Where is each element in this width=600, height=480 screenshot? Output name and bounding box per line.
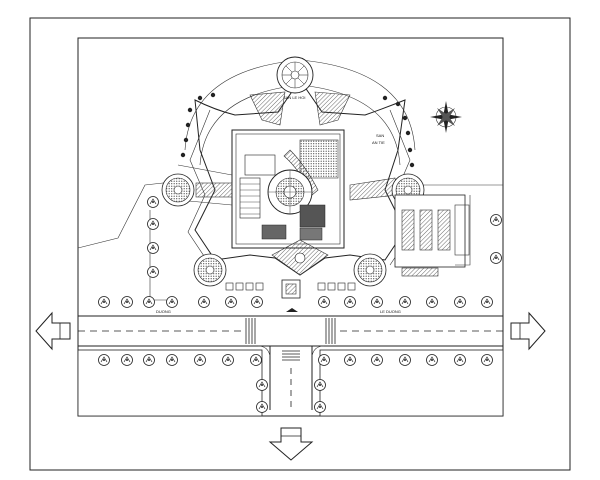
east-label-1: SAN	[376, 133, 384, 138]
road-label-east: LE DUONG	[380, 309, 401, 314]
main-road	[78, 315, 503, 347]
site-boundary	[77, 37, 504, 417]
east-label-2: AN TIE	[372, 140, 385, 145]
crosswalk-east	[325, 318, 336, 344]
sheet-border	[29, 17, 571, 471]
plaza-nw	[161, 173, 195, 207]
arrow-down-icon	[268, 427, 314, 461]
perimeter-shrubs	[180, 92, 415, 168]
compass-rose-icon	[430, 101, 462, 133]
bench-row-west	[225, 282, 264, 291]
arrow-right-icon	[510, 311, 546, 351]
road-label-west: DUONG	[156, 309, 171, 314]
top-wedge-right	[314, 91, 351, 126]
tree-column-east	[490, 214, 502, 264]
tree-column-west	[147, 196, 159, 278]
crosswalk-south	[282, 350, 300, 361]
plaza-se	[353, 253, 387, 287]
festival-yard-label: SAN LE HOI	[283, 95, 305, 100]
bench-row-east	[317, 282, 356, 291]
west-walkway	[195, 182, 233, 198]
festival-yard	[276, 56, 314, 94]
arrow-left-icon	[35, 311, 71, 351]
central-dome	[267, 169, 313, 215]
plaza-sw	[193, 253, 227, 287]
south-road	[257, 345, 325, 410]
parking-area	[394, 194, 470, 277]
crosswalk-west	[245, 318, 256, 344]
top-wedge-left	[249, 91, 286, 126]
